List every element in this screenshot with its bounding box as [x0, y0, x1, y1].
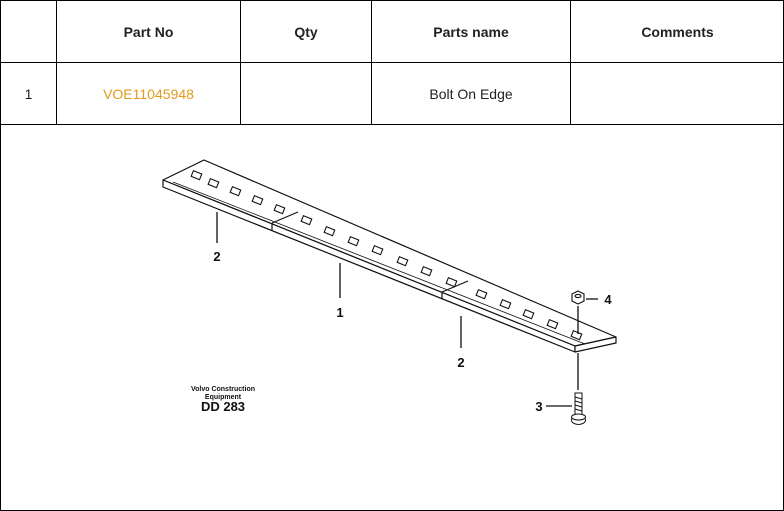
row-index: 1	[0, 62, 57, 125]
nut-icon	[571, 290, 585, 305]
bolt-head-top	[571, 413, 586, 421]
callout-edge-right: 2	[457, 355, 464, 370]
parts-diagram: 2 1 2 4 3 Volvo Construction Equipment D…	[162, 159, 617, 425]
nut-hole	[574, 293, 582, 299]
bolt-holes	[190, 170, 583, 341]
bolt-hole	[251, 195, 264, 206]
bolt-hole	[396, 256, 409, 267]
brand-line-2: Equipment	[205, 394, 242, 401]
callout-edge-center: 1	[336, 305, 343, 320]
part-number-link[interactable]: VOE11045948	[103, 85, 194, 102]
callout-edge-left: 2	[213, 249, 220, 264]
bolt-hole	[420, 266, 433, 277]
bolt-icon	[571, 392, 586, 425]
bar-top-face	[162, 159, 617, 347]
callout-nut: 4	[604, 292, 612, 307]
bolt-hole	[229, 186, 242, 197]
bolt-hole	[546, 319, 559, 330]
header-comments: Comments	[570, 0, 784, 63]
row-parts-name: Bolt On Edge	[371, 62, 571, 125]
bolt-hole	[445, 277, 458, 288]
parts-table: Part No Qty Parts name Comments 1 VOE110…	[0, 0, 784, 125]
header-part-no: Part No	[56, 0, 241, 63]
bolt-hole	[323, 226, 336, 237]
bolt-hole	[371, 245, 384, 256]
row-part-no-cell: VOE11045948	[56, 62, 241, 125]
header-qty: Qty	[240, 0, 372, 63]
bar-front-face	[162, 179, 576, 353]
bar-end-face	[574, 336, 617, 353]
drawing-code: DD 283	[201, 399, 245, 414]
table-row: 1 VOE11045948 Bolt On Edge	[0, 62, 784, 125]
bolt-hole	[499, 299, 512, 310]
bolt-thread	[574, 400, 583, 404]
row-comments	[570, 62, 784, 125]
bar-bevel-line	[172, 181, 586, 345]
bolt-hole	[190, 170, 203, 181]
row-qty	[240, 62, 372, 125]
brand-line-1: Volvo Construction	[191, 386, 255, 393]
header-index	[0, 0, 57, 63]
header-parts-name: Parts name	[371, 0, 571, 63]
leader-lines	[216, 212, 598, 407]
bolt-thread	[574, 408, 583, 412]
bolt-thread	[574, 396, 583, 400]
bolt-hole	[347, 236, 360, 247]
segment-split-left	[271, 211, 299, 224]
table-header-row: Part No Qty Parts name Comments	[0, 0, 784, 63]
bolt-hole	[522, 309, 535, 320]
callout-bolt: 3	[535, 399, 542, 414]
bolt-hole	[475, 289, 488, 300]
bolt-thread	[574, 404, 583, 408]
bolt-hole	[300, 215, 313, 226]
bolt-shank	[574, 392, 583, 416]
bolt-hole	[273, 204, 286, 215]
bolt-hole	[207, 178, 220, 189]
